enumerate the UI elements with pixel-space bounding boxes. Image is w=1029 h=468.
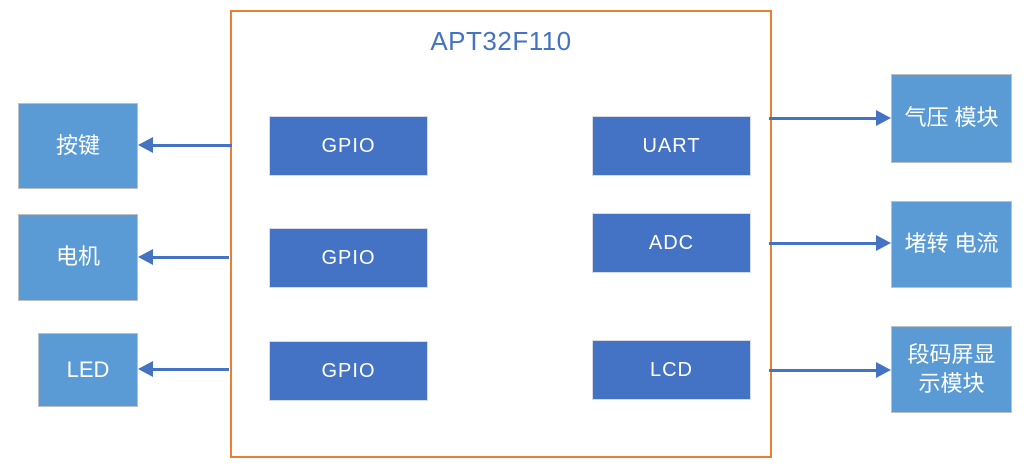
module-box-pressure: 气压 模块 bbox=[891, 74, 1012, 163]
module-box-stall-current: 堵转 电流 bbox=[891, 201, 1012, 288]
port-box-gpio-2: GPIO bbox=[269, 228, 428, 288]
module-box-led: LED bbox=[38, 333, 138, 407]
arrow-shaft bbox=[150, 368, 229, 371]
arrow-uart-to-pressure-module bbox=[769, 110, 891, 126]
arrow-gpio1-to-button bbox=[138, 137, 232, 153]
arrow-shaft bbox=[769, 369, 879, 372]
arrow-shaft bbox=[769, 117, 879, 120]
mcu-title: APT32F110 bbox=[430, 26, 572, 56]
arrowhead-left-icon bbox=[138, 249, 153, 265]
port-box-uart: UART bbox=[592, 116, 751, 176]
module-box-button: 按键 bbox=[18, 103, 138, 189]
arrow-shaft bbox=[150, 256, 229, 259]
arrow-gpio2-to-motor bbox=[138, 249, 229, 265]
arrow-shaft bbox=[769, 242, 879, 245]
port-box-lcd: LCD bbox=[592, 340, 751, 400]
arrowhead-right-icon bbox=[876, 235, 891, 251]
port-box-gpio-3: GPIO bbox=[269, 341, 428, 401]
arrow-gpio3-to-led bbox=[138, 361, 229, 377]
arrowhead-left-icon bbox=[138, 361, 153, 377]
arrow-lcd-to-segment-display bbox=[769, 362, 891, 378]
arrowhead-right-icon bbox=[876, 110, 891, 126]
port-box-adc: ADC bbox=[592, 213, 751, 273]
port-box-gpio-1: GPIO bbox=[269, 116, 428, 176]
arrow-shaft bbox=[150, 144, 232, 147]
arrowhead-left-icon bbox=[138, 137, 153, 153]
arrowhead-right-icon bbox=[876, 362, 891, 378]
module-box-segment-display: 段码屏显 示模块 bbox=[891, 326, 1012, 413]
module-box-motor: 电机 bbox=[18, 214, 138, 301]
arrow-adc-to-stall-current bbox=[769, 235, 891, 251]
